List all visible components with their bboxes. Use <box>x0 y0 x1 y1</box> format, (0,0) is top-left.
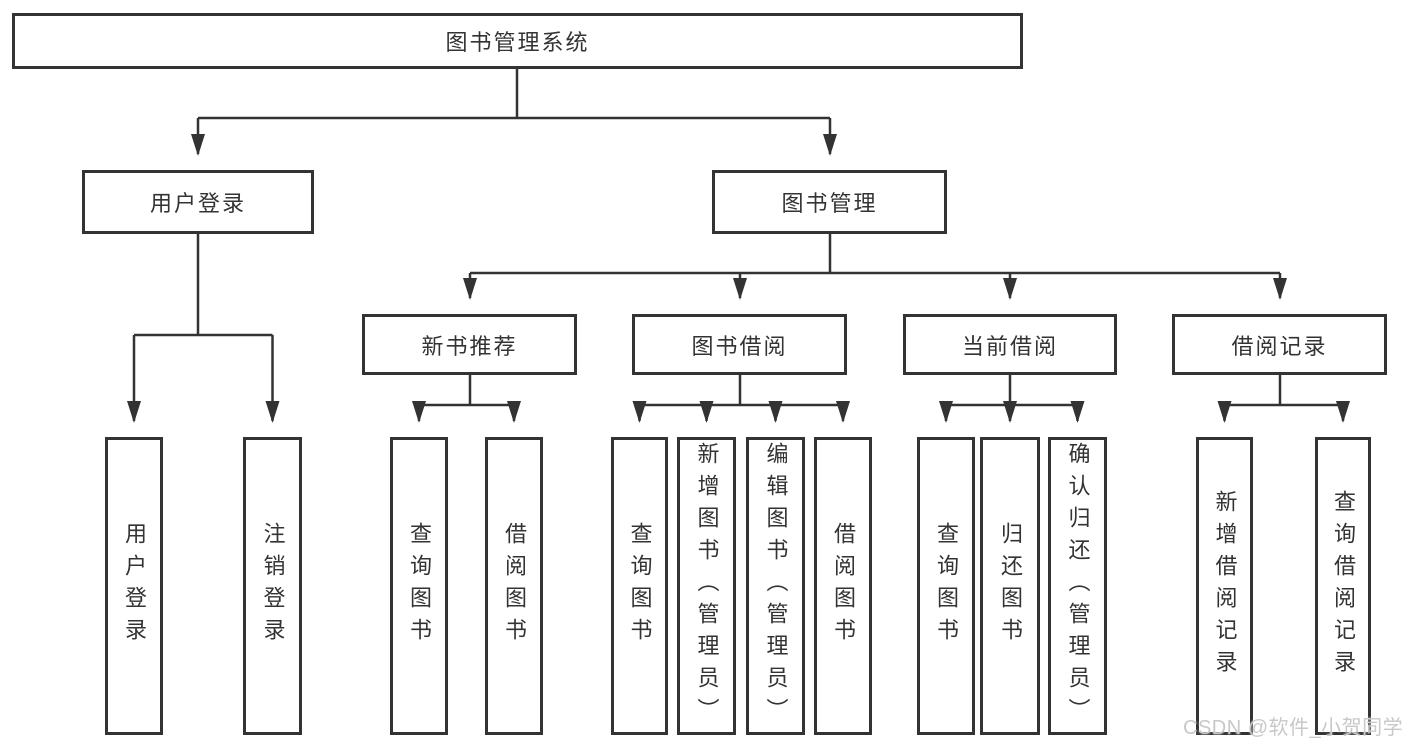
node-leaf-query-books-2-label: 查询图书 <box>627 522 653 650</box>
node-new-book-recommend-label: 新书推荐 <box>421 333 518 359</box>
node-leaf-add-books-admin: 新增图书（管理员） <box>677 437 736 735</box>
node-leaf-query-books-1: 查询图书 <box>390 437 448 735</box>
node-book-borrow: 图书借阅 <box>632 314 847 375</box>
node-leaf-query-books-1-label: 查询图书 <box>407 522 432 650</box>
node-leaf-return-books-label: 归还图书 <box>998 522 1023 650</box>
node-root: 图书管理系统 <box>12 13 1023 69</box>
node-leaf-borrow-books-2: 借阅图书 <box>814 437 872 735</box>
node-leaf-add-borrow-record-label: 新增借阅记录 <box>1212 490 1238 682</box>
node-leaf-query-borrow-record-label: 查询借阅记录 <box>1331 490 1356 682</box>
node-current-borrow: 当前借阅 <box>903 314 1117 375</box>
node-current-borrow-label: 当前借阅 <box>961 333 1058 359</box>
node-leaf-edit-books-admin: 编辑图书（管理员） <box>746 437 805 735</box>
node-new-book-recommend: 新书推荐 <box>362 314 577 375</box>
node-borrow-records-label: 借阅记录 <box>1231 333 1328 359</box>
node-leaf-confirm-return-admin: 确认归还（管理员） <box>1048 437 1107 735</box>
node-book-management: 图书管理 <box>712 170 947 234</box>
node-leaf-borrow-books-1-label: 借阅图书 <box>502 522 527 650</box>
node-leaf-user-login-label: 用户登录 <box>122 522 147 650</box>
node-leaf-borrow-books-1: 借阅图书 <box>485 437 543 735</box>
node-leaf-query-borrow-record: 查询借阅记录 <box>1315 437 1371 735</box>
node-leaf-query-books-3: 查询图书 <box>917 437 975 735</box>
node-leaf-query-books-3-label: 查询图书 <box>934 522 959 650</box>
node-borrow-records: 借阅记录 <box>1172 314 1387 375</box>
node-leaf-return-books: 归还图书 <box>980 437 1040 735</box>
node-leaf-logout-label: 注销登录 <box>260 522 286 650</box>
node-user-login: 用户登录 <box>82 170 314 234</box>
node-leaf-add-borrow-record: 新增借阅记录 <box>1196 437 1253 735</box>
node-leaf-confirm-return-admin-label: 确认归还（管理员） <box>1065 442 1091 730</box>
node-user-login-label: 用户登录 <box>149 191 246 216</box>
node-root-label: 图书管理系统 <box>445 30 590 55</box>
node-book-management-label: 图书管理 <box>781 191 878 216</box>
watermark-text: CSDN @软件_小贺同学 <box>1183 717 1404 739</box>
node-leaf-logout: 注销登录 <box>243 437 302 735</box>
node-book-borrow-label: 图书借阅 <box>691 333 788 359</box>
node-leaf-borrow-books-2-label: 借阅图书 <box>831 522 856 650</box>
node-leaf-query-books-2: 查询图书 <box>611 437 668 735</box>
node-leaf-add-books-admin-label: 新增图书（管理员） <box>694 442 720 730</box>
node-leaf-user-login: 用户登录 <box>105 437 163 735</box>
node-leaf-edit-books-admin-label: 编辑图书（管理员） <box>763 442 789 730</box>
